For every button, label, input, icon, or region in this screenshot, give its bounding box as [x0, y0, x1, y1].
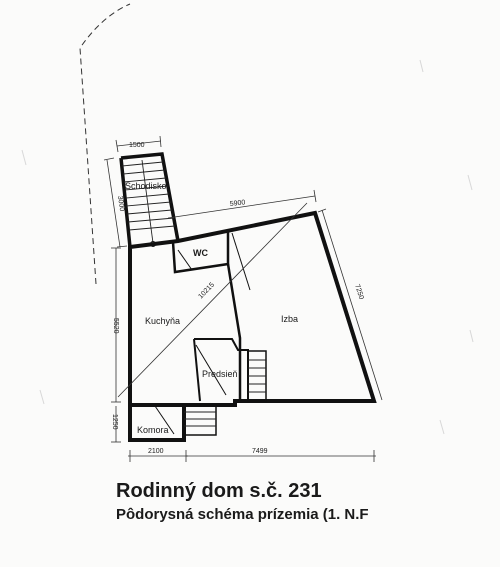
- entrance-steps: [183, 404, 217, 436]
- scan-specks: [21, 59, 474, 435]
- wc-walls: [171, 231, 230, 274]
- wc-label: WC: [193, 248, 208, 258]
- outer-walls: [128, 210, 377, 407]
- kitchen-label: Kuchyňa: [145, 316, 180, 326]
- room-label: Izba: [281, 314, 298, 324]
- dim-stair-width: 1500: [129, 142, 145, 149]
- hallway-door-swing: [195, 344, 227, 396]
- dim-left-lower: 1250: [111, 414, 118, 430]
- diagonal-dimension-line: [117, 202, 308, 398]
- storage-door-swing: [154, 405, 175, 435]
- dim-bottom-left: 2100: [148, 448, 164, 455]
- storage-label: Komora: [137, 425, 169, 435]
- dim-diagonal: 10215: [197, 281, 216, 300]
- stair-arrow-point: [150, 241, 156, 247]
- dimension-lines: [103, 135, 383, 462]
- dim-top-wall: 5900: [229, 199, 245, 208]
- wc-door-swing: [177, 249, 193, 271]
- stair-walls: [119, 152, 180, 248]
- hallway-label: Predsieň: [202, 369, 238, 379]
- drawing-subtitle: Pôdorysná schéma prízemia (1. N.F: [116, 506, 369, 523]
- room-door-swing: [231, 232, 251, 291]
- drawing-title: Rodinný dom s.č. 231: [116, 480, 322, 502]
- lot-dashed-outline: [79, 3, 131, 285]
- hallway-stair-treads: [247, 350, 267, 402]
- stair-treads: [121, 159, 176, 244]
- kitchen-room-wall: [226, 263, 242, 401]
- dim-stair-length: 3000: [116, 195, 125, 212]
- stairs-label: Schodisko: [125, 181, 167, 191]
- dim-right-wall: 7250: [353, 283, 365, 300]
- dim-left-wall: 5520: [112, 318, 119, 334]
- dim-bottom-right: 7499: [252, 448, 268, 455]
